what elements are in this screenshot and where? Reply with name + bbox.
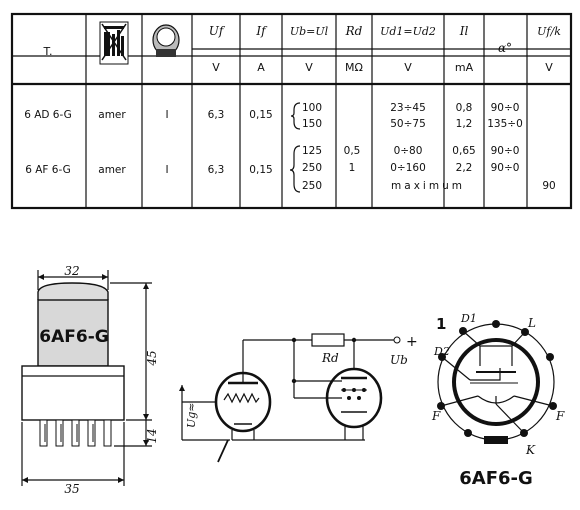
dim-width-bottom: 35 [64, 482, 79, 496]
row-ub-2: 250 [302, 162, 322, 174]
bulb-shape-icon [152, 24, 180, 57]
header-ud: Ud1=Ud2 [380, 25, 436, 38]
row-rd-1: 0,5 [344, 145, 361, 157]
unit-ufk: V [545, 61, 553, 74]
pin-f-right: F [555, 409, 565, 423]
row-alpha-2: 135÷0 [487, 118, 523, 130]
row-type: 6 AF 6-G [25, 164, 71, 176]
row-il-1: 0,65 [452, 145, 475, 157]
tube-outline-drawing [21, 270, 152, 486]
unit-uf: V [212, 61, 220, 74]
header-ub: Ub=Ul [290, 25, 329, 38]
row-ub-1: 100 [302, 102, 322, 114]
row-alpha-1: 90÷0 [491, 102, 520, 114]
row-ud-maximum: maximum [391, 180, 465, 192]
row-ub-3: 250 [302, 180, 322, 192]
header-il: Il [459, 24, 469, 38]
pin-d2: D2 [433, 345, 450, 358]
row-base: amer [98, 164, 126, 176]
pin-k: K [525, 443, 536, 457]
socket-base-icon [99, 21, 129, 65]
row-ub-1: 125 [302, 145, 322, 157]
unit-rd: MΩ [345, 61, 363, 74]
row-alpha-1: 90÷0 [491, 145, 520, 157]
circuit-diagram [179, 333, 401, 463]
row-bulb: I [165, 109, 168, 121]
pin-l: L [527, 316, 536, 330]
header-rd: Rd [345, 24, 363, 38]
unit-ud: V [404, 61, 412, 74]
header-alpha: α° [498, 41, 512, 55]
pinout-number: 1 [436, 315, 446, 333]
pin-d1: D1 [460, 312, 477, 325]
row-il-1: 0,8 [456, 102, 473, 114]
unit-il: mA [455, 61, 474, 74]
unit-ub: V [305, 61, 313, 74]
row-base: amer [98, 109, 126, 121]
row-rd-2: 1 [349, 162, 356, 174]
row-ud-2: 0÷160 [390, 162, 426, 174]
row-ud-2: 50÷75 [390, 118, 426, 130]
circuit-rd: Rd [321, 351, 339, 365]
table-row: 6 AD 6-G amer I 6,3 0,15 100 150 23÷45 5… [24, 102, 523, 130]
row-ud-1: 23÷45 [390, 102, 426, 114]
row-alpha-2: 90÷0 [491, 162, 520, 174]
circuit-ug: Ug≈ [185, 402, 198, 428]
pinout-diagram [437, 320, 557, 444]
tube-data-table [10, 12, 573, 210]
header-ufk: Uf/k [537, 25, 561, 38]
table-row: 6 AF 6-G amer I 6,3 0,15 125 250 250 0,5… [25, 145, 556, 193]
header-type: T. [43, 45, 53, 58]
tube-outline-label: 6AF6-G [39, 327, 108, 347]
row-il-2: 1,2 [456, 118, 473, 130]
row-type: 6 AD 6-G [24, 109, 72, 121]
row-ufk: 90 [542, 180, 555, 192]
dim-pin-length: 14 [145, 428, 159, 443]
unit-if: A [257, 61, 265, 74]
row-bulb: I [165, 164, 168, 176]
row-if: 0,15 [249, 109, 272, 121]
row-uf: 6,3 [208, 109, 225, 121]
circuit-plus: + [406, 334, 418, 350]
header-if: If [255, 24, 268, 38]
dim-width-top: 32 [64, 264, 79, 278]
row-if: 0,15 [249, 164, 272, 176]
pin-f-left: F [431, 409, 441, 423]
dim-height: 45 [145, 350, 159, 366]
header-uf: Uf [209, 24, 226, 38]
row-uf: 6,3 [208, 164, 225, 176]
row-ub-2: 150 [302, 118, 322, 130]
row-il-2: 2,2 [456, 162, 473, 174]
row-ud-1: 0÷80 [394, 145, 423, 157]
circuit-ub: Ub [390, 353, 408, 367]
pinout-label: 6AF6-G [459, 468, 533, 489]
